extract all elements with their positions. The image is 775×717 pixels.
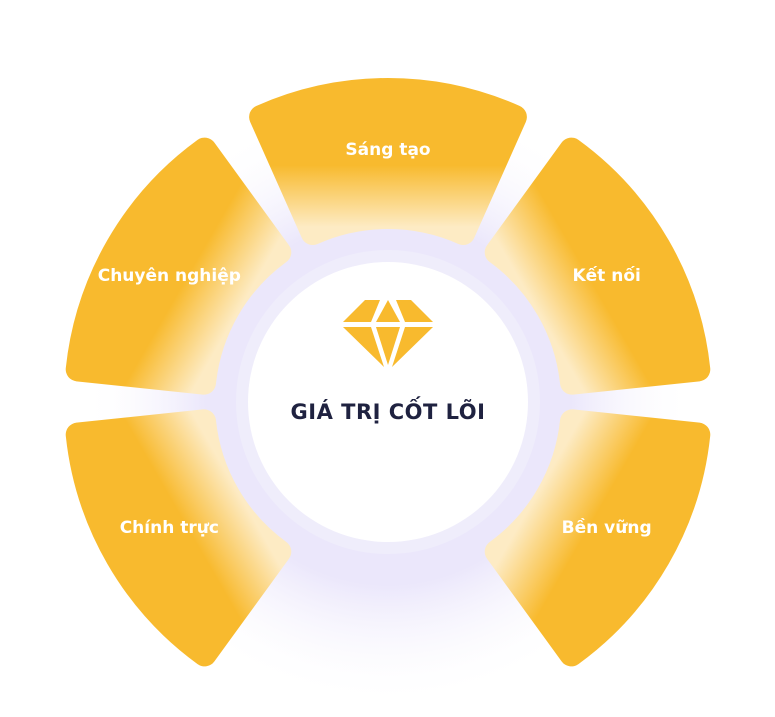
value-segment [249,78,527,245]
value-segment [65,409,292,667]
diamond-icon [343,300,433,367]
value-label: Chính trực [119,518,219,539]
value-label: Kết nối [572,265,641,286]
value-segment [65,137,292,395]
value-label: Bền vững [561,518,652,539]
value-label: Sáng tạo [345,139,431,160]
center-circle [248,262,528,542]
value-segment [484,137,711,395]
value-segment [484,409,711,667]
diagram-title: GIÁ TRỊ CỐT LÕI [290,400,486,424]
value-label: Chuyên nghiệp [97,265,241,286]
